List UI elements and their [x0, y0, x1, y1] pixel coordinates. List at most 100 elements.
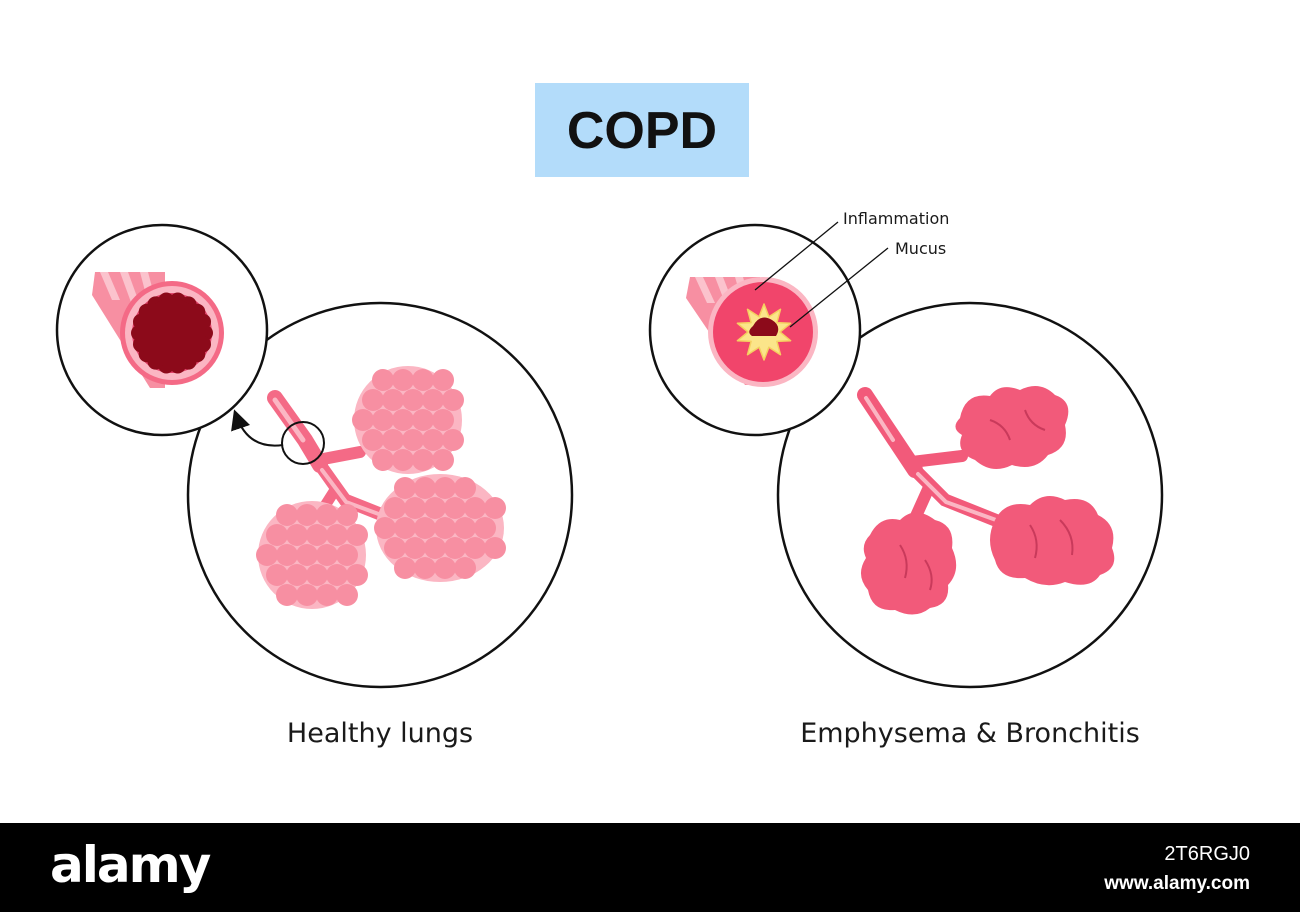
alveolus	[412, 409, 434, 431]
alveolus	[382, 389, 404, 411]
alveolus	[434, 477, 456, 499]
alveolus	[422, 389, 444, 411]
lumen-core	[138, 299, 206, 367]
alveolus	[326, 524, 348, 546]
inflammation-label: Inflammation	[843, 209, 949, 228]
alveolus	[434, 517, 456, 539]
alveolus	[444, 497, 466, 519]
mucus-label: Mucus	[895, 239, 946, 258]
alveolus	[362, 389, 384, 411]
alveolus	[336, 584, 358, 606]
alveolus	[454, 477, 476, 499]
alveolus	[392, 369, 414, 391]
alveolus	[286, 564, 308, 586]
alveolus	[444, 537, 466, 559]
inflamed-bronchus	[686, 277, 818, 387]
inflammation-annotation: Inflammation	[754, 209, 949, 291]
alveolus	[316, 504, 338, 526]
alveolus	[432, 369, 454, 391]
alveolus	[424, 537, 446, 559]
alveolus	[402, 389, 424, 411]
healthy-bronchus	[92, 272, 224, 388]
alveolus	[266, 524, 288, 546]
alveolus	[306, 524, 328, 546]
alveolus	[382, 429, 404, 451]
alveolus	[394, 557, 416, 579]
alveolus	[296, 504, 318, 526]
alveolus	[432, 449, 454, 471]
brand-logo: alamy	[50, 836, 211, 894]
emphysema-sac-top	[955, 386, 1069, 469]
alveolus	[392, 409, 414, 431]
curved-arrow-icon	[231, 409, 284, 447]
alveolus	[404, 537, 426, 559]
alveolus	[296, 544, 318, 566]
alveolus	[484, 497, 506, 519]
alveolus	[276, 584, 298, 606]
open-airway-lumen	[131, 292, 213, 374]
alveolus	[346, 564, 368, 586]
narrowed-lumen	[749, 317, 779, 336]
alveolus	[266, 564, 288, 586]
alveolus	[372, 449, 394, 471]
healthy-airway-highlight	[272, 397, 394, 521]
alveolus	[346, 524, 368, 546]
alveoli-cluster-top	[352, 366, 464, 474]
alveolus	[392, 449, 414, 471]
alveolus	[336, 504, 358, 526]
alveolus	[464, 497, 486, 519]
alveolus	[256, 544, 278, 566]
mucus-annotation: Mucus	[789, 239, 946, 328]
alveolus	[316, 544, 338, 566]
alveolus	[442, 389, 464, 411]
alveolus	[442, 429, 464, 451]
disease-airway-highlight	[864, 396, 998, 522]
alveolus	[336, 544, 358, 566]
disease-caption: Emphysema & Bronchitis	[800, 718, 1140, 749]
emphysema-sac-right	[990, 496, 1115, 586]
page-title: COPD	[567, 102, 717, 160]
alveolus	[384, 497, 406, 519]
alveolus	[414, 477, 436, 499]
alveolus	[402, 429, 424, 451]
alveolus	[434, 557, 456, 579]
copd-diagram: COPD	[55, 83, 1164, 749]
alveolus	[422, 429, 444, 451]
zoom-marker	[281, 421, 325, 465]
footer-bar: alamy 2T6RGJ0 www.alamy.com	[0, 823, 1300, 912]
alveolus	[384, 537, 406, 559]
healthy-caption: Healthy lungs	[287, 718, 473, 749]
disease-panel: Inflammation Mucus	[648, 209, 1164, 689]
alveolus	[464, 537, 486, 559]
alveolus	[412, 449, 434, 471]
alveolus	[316, 584, 338, 606]
alveolus	[432, 409, 454, 431]
title-box: COPD	[535, 83, 749, 177]
alveolus	[326, 564, 348, 586]
alveolus	[296, 584, 318, 606]
alveolus	[362, 429, 384, 451]
alveolus	[474, 517, 496, 539]
alveolus	[306, 564, 328, 586]
alveolus	[352, 409, 374, 431]
healthy-panel	[55, 223, 574, 689]
alveolus	[484, 537, 506, 559]
alveoli-cluster-left	[256, 501, 368, 609]
emphysema-sac-left	[860, 512, 957, 615]
alveolus	[404, 497, 426, 519]
alveolus	[286, 524, 308, 546]
alveolus	[454, 557, 476, 579]
alveolus	[276, 544, 298, 566]
alveolus	[412, 369, 434, 391]
alveolus	[372, 409, 394, 431]
alveolus	[374, 517, 396, 539]
alveolus	[394, 477, 416, 499]
alveolus	[424, 497, 446, 519]
image-id: 2T6RGJ0	[1164, 843, 1250, 865]
alveolus	[454, 517, 476, 539]
alveolus	[394, 517, 416, 539]
site-url: www.alamy.com	[1104, 873, 1250, 894]
alveolus	[414, 517, 436, 539]
alveolus	[372, 369, 394, 391]
